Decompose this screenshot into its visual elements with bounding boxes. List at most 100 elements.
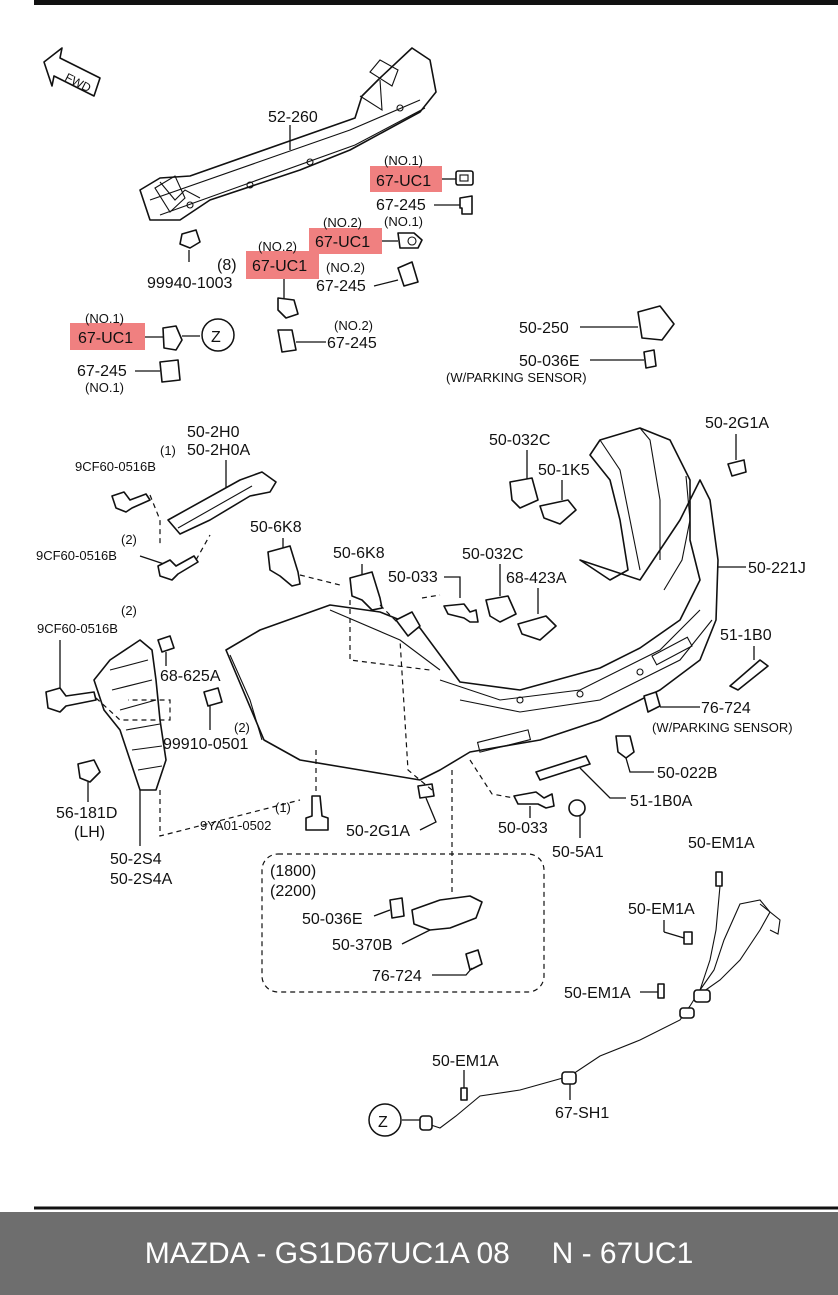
label-qty2-a: (2) bbox=[121, 532, 137, 547]
label-50-2h0: 50-2H0 bbox=[187, 424, 240, 441]
label-50-6k8-b: 50-6K8 bbox=[333, 545, 385, 562]
label-uc1-no1-note-b: (NO.1) bbox=[384, 214, 423, 229]
side-bracket-icon bbox=[167, 471, 277, 535]
reflector-icon bbox=[729, 659, 769, 691]
label-56-181d: 56-181D bbox=[56, 805, 117, 822]
label-1800: (1800) bbox=[270, 863, 316, 880]
highlight-uc1-left bbox=[246, 251, 319, 279]
label-50-em1a-c: 50-EM1A bbox=[564, 985, 631, 1002]
sensor-bracket-icon bbox=[637, 305, 675, 341]
top-border bbox=[34, 0, 838, 5]
label-50-em1a-d: 50-EM1A bbox=[432, 1053, 499, 1070]
label-52-260: 52-260 bbox=[268, 109, 318, 126]
label-67-245-no2b-note: (NO.2) bbox=[334, 318, 373, 333]
highlight-uc1-top bbox=[370, 166, 442, 192]
sensor-retainer-left-icon bbox=[277, 297, 299, 319]
reinforcement-beam bbox=[139, 47, 437, 221]
label-uc1-left-note: (NO.2) bbox=[258, 239, 297, 254]
bracket-no2b-icon bbox=[277, 329, 297, 353]
sensor-retainer-farleft-icon bbox=[162, 325, 183, 351]
clip-2g1a-a-icon bbox=[727, 459, 747, 477]
z-ref-bottom bbox=[368, 1103, 402, 1137]
label-uc1-top-note: (NO.1) bbox=[384, 153, 423, 168]
variant-group-box bbox=[261, 853, 545, 993]
nut-68-625a-icon bbox=[157, 635, 175, 653]
label-qty2-c: (2) bbox=[234, 720, 250, 735]
sensor-76-724-b-icon bbox=[465, 949, 483, 971]
label-9cf60-c: 9CF60-0516B bbox=[37, 621, 118, 636]
sensor-retainer-icon bbox=[455, 170, 474, 186]
label-50-1k5: 50-1K5 bbox=[538, 462, 590, 479]
rear-bumper-cover bbox=[225, 427, 719, 781]
label-68-423a: 68-423A bbox=[506, 570, 567, 587]
clip-2g1a-b-icon bbox=[417, 783, 435, 799]
label-51-1b0: 51-1B0 bbox=[720, 627, 772, 644]
screw-c-icon bbox=[45, 687, 97, 713]
label-50-2g1a-b: 50-2G1A bbox=[346, 823, 410, 840]
screw-033-a-icon bbox=[443, 603, 479, 623]
label-2200: (2200) bbox=[270, 883, 316, 900]
label-9cf60-b: 9CF60-0516B bbox=[36, 548, 117, 563]
clip-em1a-b-icon bbox=[683, 931, 693, 945]
clip-em1a-c-icon bbox=[657, 983, 665, 999]
label-9ya01: 9YA01-0502 bbox=[200, 818, 271, 833]
bracket-icon bbox=[459, 195, 473, 215]
clip-1k5-icon bbox=[539, 499, 577, 525]
label-50-221j: 50-221J bbox=[748, 560, 806, 577]
label-76-724-a: 76-724 bbox=[701, 700, 751, 717]
wiring-harness bbox=[419, 885, 781, 1131]
label-50-5a1: 50-5A1 bbox=[552, 844, 604, 861]
label-50-032c-a: 50-032C bbox=[489, 432, 550, 449]
bracket-6k8-a-icon bbox=[267, 545, 301, 587]
label-50-036e-b: 50-036E bbox=[302, 911, 363, 928]
label-z-top: Z bbox=[211, 329, 221, 346]
plug-5a1-icon bbox=[568, 799, 586, 817]
label-50-033-a: 50-033 bbox=[388, 569, 438, 586]
label-lh: (LH) bbox=[74, 824, 105, 841]
label-50-2g1a-a: 50-2G1A bbox=[705, 415, 769, 432]
screw-033-b-icon bbox=[513, 791, 555, 809]
label-67-245-a: 67-245 bbox=[376, 197, 426, 214]
label-wparking-2: (W/PARKING SENSOR) bbox=[652, 720, 793, 735]
highlight-uc1-farleft bbox=[70, 323, 145, 350]
label-99910-0501: 99910-0501 bbox=[163, 736, 249, 753]
clip-032c-a-icon bbox=[509, 477, 539, 509]
label-51-1b0a: 51-1B0A bbox=[630, 793, 693, 810]
nut-99910-icon bbox=[203, 687, 223, 707]
label-67-245-no1-note: (NO.1) bbox=[85, 380, 124, 395]
label-50-032c-b: 50-032C bbox=[462, 546, 523, 563]
label-68-625a: 68-625A bbox=[160, 668, 221, 685]
footer-spacer bbox=[510, 1237, 552, 1271]
label-67-245-no1: 67-245 bbox=[77, 363, 127, 380]
sensor-76-724-a-icon bbox=[643, 691, 661, 713]
label-50-370b: 50-370B bbox=[332, 937, 393, 954]
footer-part-number: MAZDA - GS1D67UC1A 08 bbox=[144, 1236, 510, 1270]
clip-em1a-a-icon bbox=[715, 871, 723, 887]
label-uc1-left: 67-UC1 bbox=[252, 258, 307, 275]
label-99940-1003: 99940-1003 bbox=[147, 275, 233, 292]
sensor-pad-b-icon bbox=[389, 897, 405, 919]
parts-diagram: FWD 52-260 (8) 99940-1003 (NO.1) 67-UC1 … bbox=[34, 0, 838, 1210]
label-qty-8: (8) bbox=[217, 257, 237, 274]
label-50-2s4: 50-2S4 bbox=[110, 851, 162, 868]
nut-icon bbox=[179, 229, 201, 249]
reflector-a-icon bbox=[535, 755, 591, 781]
label-67-sh1: 67-SH1 bbox=[555, 1105, 609, 1122]
fender-liner bbox=[93, 639, 167, 791]
label-76-724-b: 76-724 bbox=[372, 968, 422, 985]
bracket-no2a-icon bbox=[397, 261, 419, 287]
label-wparking-1: (W/PARKING SENSOR) bbox=[446, 370, 587, 385]
label-9cf60-a: 9CF60-0516B bbox=[75, 459, 156, 474]
label-z-bottom: Z bbox=[378, 1114, 388, 1131]
clip-022b-icon bbox=[615, 735, 635, 759]
screw-b-icon bbox=[157, 555, 199, 581]
label-50-2h0a: 50-2H0A bbox=[187, 442, 250, 459]
clip-56-181d-icon bbox=[77, 759, 101, 783]
label-50-em1a-b: 50-EM1A bbox=[628, 901, 695, 918]
label-qty2-b: (2) bbox=[121, 603, 137, 618]
footer-bar: MAZDA - GS1D67UC1A 08 N - 67UC1 bbox=[0, 1212, 838, 1295]
label-uc1-top: 67-UC1 bbox=[376, 173, 431, 190]
label-67-245-no2a: 67-245 bbox=[316, 278, 366, 295]
bracket-6k8-b-icon bbox=[349, 571, 383, 611]
sensor-pad-icon bbox=[643, 349, 657, 369]
